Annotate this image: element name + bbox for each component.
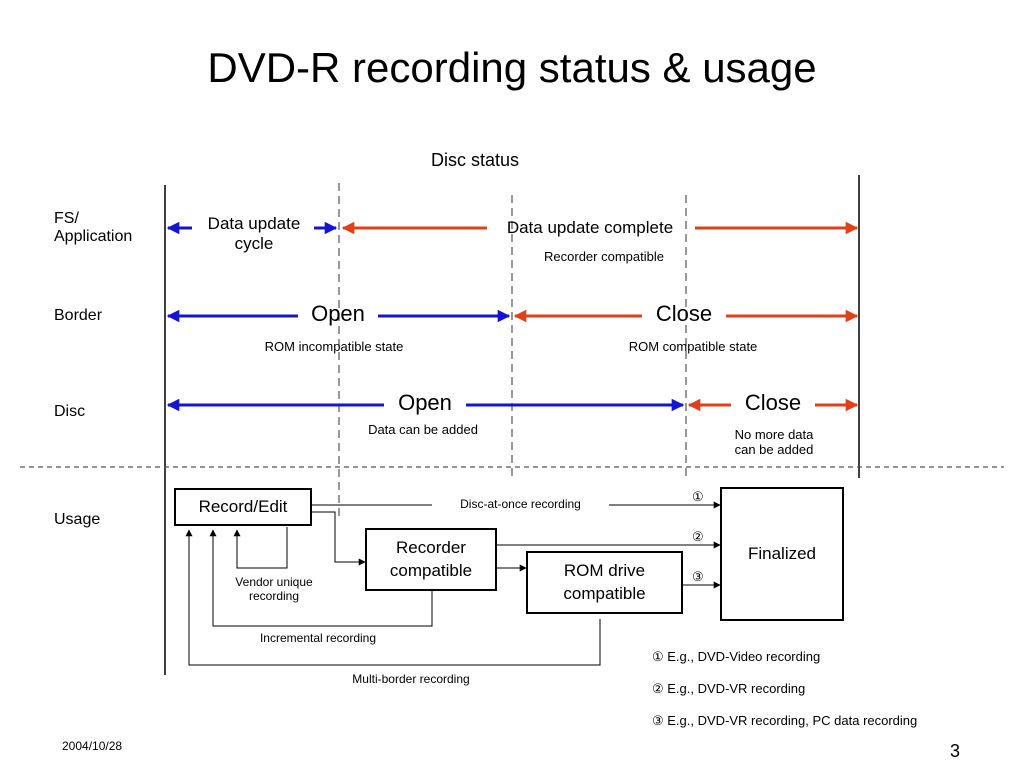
multi-border-label: Multi-border recording <box>352 672 470 686</box>
disc-status-label: Disc status <box>431 150 520 170</box>
recorder-compatible-sub: Recorder compatible <box>544 249 664 264</box>
marker-3: ③ <box>692 569 704 584</box>
data-can-be-added: Data can be added <box>368 422 478 437</box>
finalized-box: Finalized <box>720 487 844 621</box>
incremental-label: Incremental recording <box>259 631 377 645</box>
border-open-label: Open <box>311 301 365 326</box>
page-title: DVD-R recording status & usage <box>207 44 817 91</box>
disc-at-once-label: Disc-at-once recording <box>460 497 581 511</box>
record-edit-label: Record/Edit <box>198 496 288 516</box>
row-label-border: Border <box>54 307 103 324</box>
rom-drive-compatible-box: ROM drive compatible <box>526 551 683 614</box>
no-more-data-label: No more data can be added <box>734 427 814 457</box>
row-label-disc: Disc <box>54 403 86 420</box>
rom-incompatible-state: ROM incompatible state <box>264 339 404 354</box>
note-2: ② E.g., DVD-VR recording <box>652 681 806 696</box>
marker-2: ② <box>692 529 704 544</box>
rom-compatible-state: ROM compatible state <box>628 339 758 354</box>
border-close-label: Close <box>655 301 713 326</box>
footer-date: 2004/10/28 <box>62 739 123 753</box>
recorder-compatible-box: Recorder compatible <box>365 528 497 591</box>
finalized-label: Finalized <box>747 543 817 563</box>
vendor-unique-loop <box>233 527 288 569</box>
note-1: ① E.g., DVD-Video recording <box>652 649 821 664</box>
record-edit-box: Record/Edit <box>174 488 312 526</box>
recorder-compatible-label: Recorder compatible <box>389 538 473 580</box>
data-update-complete-label: Data update complete <box>506 218 674 237</box>
record-to-recorder-line <box>311 511 366 566</box>
page-number: 3 <box>950 741 961 761</box>
disc-open-label: Open <box>398 390 452 415</box>
disc-close-label: Close <box>744 390 802 415</box>
note-3: ③ E.g., DVD-VR recording, PC data record… <box>652 713 918 728</box>
multi-border-loop <box>185 529 601 666</box>
rom-drive-compatible-label: ROM drive compatible <box>563 561 646 603</box>
row-label-usage: Usage <box>54 511 101 528</box>
incremental-loop <box>209 529 433 627</box>
row-label-fs-application: FS/ Application <box>54 210 133 246</box>
data-update-cycle-label: Data update cycle <box>207 214 301 253</box>
vendor-unique-label: Vendor unique recording <box>235 575 313 603</box>
marker-1: ① <box>692 489 704 504</box>
